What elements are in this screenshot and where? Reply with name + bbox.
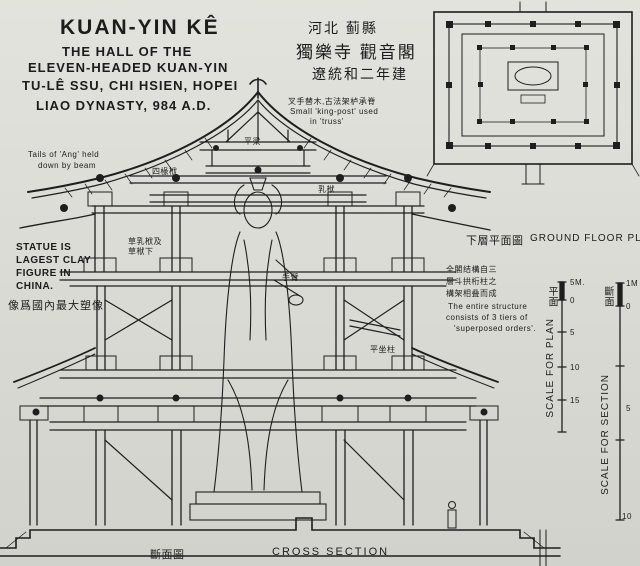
title-line-4: LIAO DYNASTY, 984 A.D. — [36, 98, 212, 113]
roof-truss — [91, 101, 425, 214]
beam-label-sichuanfu: 四椽栿 — [152, 167, 178, 176]
kuan-yin-statue — [189, 177, 327, 521]
king-post-note-cn: 叉手替木,古法架栌承脊 — [288, 97, 376, 106]
statue-note-cn: 像爲國內最大塑像 — [8, 300, 104, 312]
plan-caption-cn: 下層平面圖 — [466, 235, 524, 247]
column-label: 平坐柱 — [370, 345, 396, 354]
section-scale-tick-1m: 1M — [626, 279, 639, 288]
bracket-label-b: 草栿下 — [128, 247, 154, 256]
section-scale-bar — [615, 282, 625, 521]
statue-note-4: CHINA. — [16, 281, 54, 292]
ang-note-2: down by beam — [38, 161, 97, 170]
section-scale-tick-0: 0 — [626, 302, 631, 311]
king-post-note-en-2: in 'truss' — [310, 117, 344, 126]
roof — [27, 77, 491, 199]
plan-scale-tick-10: 10 — [570, 363, 580, 372]
orders-note-cn-3: 構架相叠而成 — [446, 289, 497, 298]
orders-note-cn-1: 全閣结構自三 — [446, 265, 497, 274]
beam-label-rufu: 乳栿 — [318, 185, 335, 194]
plan-scale-bar — [557, 281, 567, 433]
chinese-title-line-3: 遼統和二年建 — [312, 66, 408, 82]
orders-note-cn-2: 層斗拱桁柱之 — [446, 277, 497, 286]
statue-note-1: STATUE IS — [16, 242, 72, 253]
plan-scale-tick-15: 15 — [570, 396, 580, 405]
section-caption-en: CROSS SECTION — [272, 546, 390, 558]
plan-scale-tick-5m: 5M. — [570, 278, 585, 287]
lower-eave — [13, 213, 499, 389]
orders-note-en-3: 'superposed orders'. — [454, 324, 536, 333]
hand-label: 手臂 — [282, 273, 299, 282]
bracket-label-a: 草乳栿及 — [128, 237, 162, 246]
orders-note-en-2: consists of 3 tiers of — [446, 313, 528, 322]
statue-note-2: LAGEST CLAY — [16, 255, 92, 266]
ground-floor-plan — [426, 1, 640, 185]
king-post-note-en-1: Small 'king-post' used — [290, 107, 379, 116]
section-caption-cn: 斷面圖 — [150, 549, 185, 561]
plan-caption-en: GROUND FLOOR PLAN — [530, 233, 640, 244]
statue-note-3: FIGURE IN — [16, 268, 72, 279]
title-line-1: THE HALL OF THE — [62, 44, 193, 59]
title-line-3: TU-LÊ SSU, CHI HSIEN, HOPEI — [22, 78, 239, 93]
human-figure — [447, 501, 457, 529]
bracket-sets — [19, 145, 499, 423]
plan-scale-tick-0: 0 — [570, 296, 575, 305]
title-main: KUAN-YIN KÊ — [60, 16, 220, 39]
orders-note-en-1: The entire structure — [448, 302, 528, 311]
section-scale-tick-10: 10 — [622, 512, 632, 521]
chinese-title-line-1: 河北 蓟縣 — [308, 20, 378, 36]
chinese-title-line-2: 獨樂寺 觀音閣 — [296, 43, 417, 62]
plan-scale-label-cn: 平面 — [546, 286, 557, 307]
columns — [29, 205, 488, 526]
section-scale-label-cn: 斷面 — [602, 286, 613, 307]
ang-note-1: Tails of 'Ang' held — [28, 150, 100, 159]
section-scale-tick-5: 5 — [626, 404, 631, 413]
plan-scale-label-en: SCALE FOR PLAN — [545, 318, 556, 418]
plan-scale-tick-5: 5 — [570, 328, 575, 337]
title-line-2: ELEVEN-HEADED KUAN-YIN — [28, 60, 229, 75]
platform — [0, 517, 561, 566]
section-scale-label-en: SCALE FOR SECTION — [600, 374, 611, 495]
beam-label-pingliang: 平梁 — [244, 137, 261, 146]
